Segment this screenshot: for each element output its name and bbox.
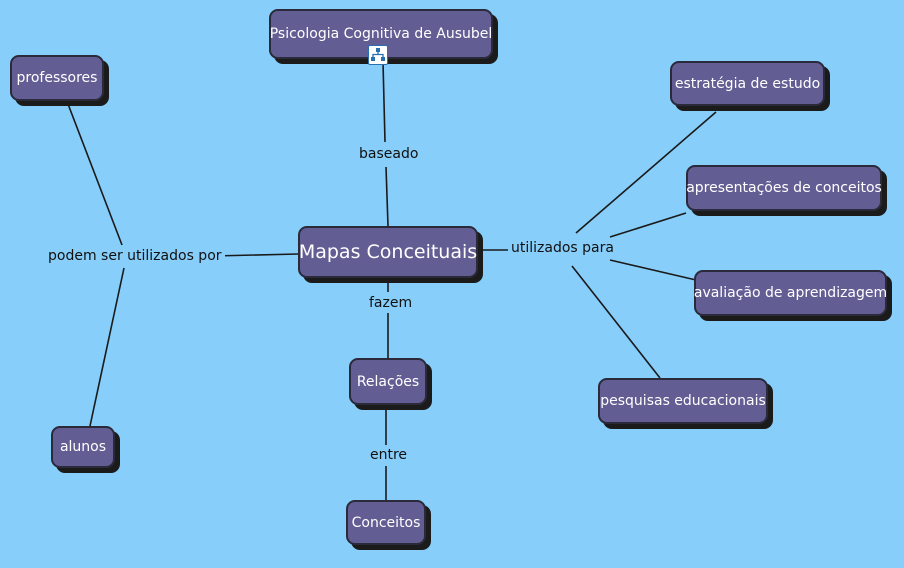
node-professores[interactable]: professores bbox=[10, 55, 104, 101]
node-mapas-conceituais[interactable]: Mapas Conceituais bbox=[298, 226, 478, 278]
submap-link-icon[interactable] bbox=[368, 45, 388, 65]
link-label-entre: entre bbox=[367, 446, 411, 464]
node-alunos[interactable]: alunos bbox=[51, 426, 115, 468]
line-utilizados-apresentacoes bbox=[609, 212, 687, 238]
line-utilizados-avaliacao bbox=[609, 259, 697, 281]
link-label-podem-ser-utilizados-por: podem ser utilizados por bbox=[45, 247, 225, 265]
node-avaliacao-label: avaliação de aprendizagem bbox=[693, 285, 888, 301]
node-relacoes-label: Relações bbox=[356, 373, 420, 390]
node-estrategia-label: estratégia de estudo bbox=[674, 75, 821, 92]
line-podem-professores bbox=[67, 103, 123, 246]
line-psicologia-baseado bbox=[382, 61, 386, 143]
node-professores-label: professores bbox=[16, 70, 98, 86]
node-apresentacoes-de-conceitos[interactable]: apresentações de conceitos bbox=[686, 165, 882, 211]
line-utilizados-pesquisas bbox=[571, 265, 661, 379]
node-mapas-label: Mapas Conceituais bbox=[298, 241, 478, 263]
node-apresentacoes-label: apresentações de conceitos bbox=[686, 180, 882, 196]
link-label-baseado: baseado bbox=[356, 145, 422, 163]
node-conceitos-label: Conceitos bbox=[351, 514, 421, 531]
line-baseado-mapas bbox=[385, 166, 389, 227]
node-alunos-label: alunos bbox=[59, 439, 107, 455]
node-pesquisas-educacionais[interactable]: pesquisas educacionais bbox=[598, 378, 768, 424]
node-psicologia-label: Psicologia Cognitiva de Ausubel bbox=[269, 26, 493, 42]
node-estrategia-de-estudo[interactable]: estratégia de estudo bbox=[670, 61, 825, 106]
line-podem-alunos bbox=[89, 267, 125, 427]
link-label-utilizados-para: utilizados para bbox=[508, 239, 617, 257]
line-mapas-podem bbox=[212, 253, 299, 257]
node-relacoes[interactable]: Relações bbox=[349, 358, 427, 405]
node-pesquisas-label: pesquisas educacionais bbox=[600, 393, 766, 409]
node-conceitos[interactable]: Conceitos bbox=[346, 500, 426, 545]
node-avaliacao-de-aprendizagem[interactable]: avaliação de aprendizagem bbox=[694, 270, 887, 316]
line-utilizados-estrategia bbox=[575, 111, 717, 234]
link-label-fazem: fazem bbox=[366, 294, 416, 312]
